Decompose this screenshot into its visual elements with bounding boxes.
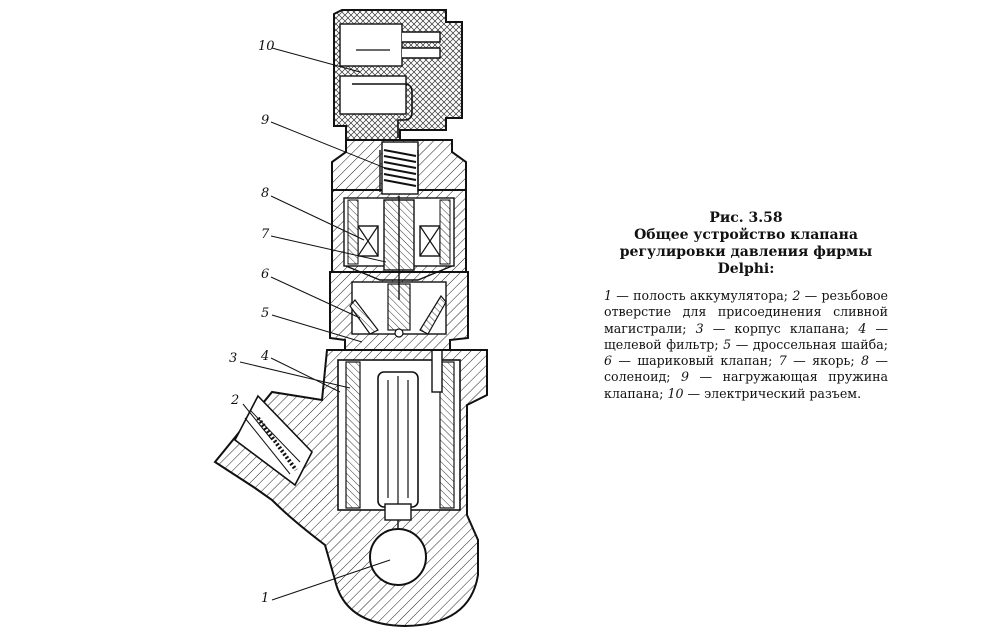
- legend-text: щелевой фильтр: [604, 336, 715, 352]
- leader-line-1: [271, 559, 391, 601]
- callout-8: 8: [261, 186, 270, 201]
- legend-num: 2: [792, 288, 801, 303]
- leader-line-3: [239, 361, 351, 389]
- legend-text: якорь: [812, 353, 851, 369]
- leader-line-4: [270, 357, 341, 393]
- callout-6: 6: [261, 267, 270, 282]
- legend-num: 4: [858, 320, 867, 336]
- callout-3: 3: [229, 351, 238, 366]
- leader-line-7: [270, 235, 387, 263]
- legend-num: 10: [667, 385, 684, 401]
- figure-legend: 1 — полость аккумулятора; 2 — резьбовое …: [604, 288, 889, 401]
- legend-text: электрический разъем: [704, 385, 858, 401]
- solenoid-assembly: [331, 189, 467, 300]
- callout-5: 5: [261, 306, 270, 321]
- legend-text: соленоид: [604, 369, 667, 385]
- legend-text: шариковый клапан: [637, 353, 769, 369]
- callout-4: 4: [261, 349, 270, 364]
- legend-num: 3: [695, 320, 704, 336]
- figure-number: Рис. 3.58: [709, 210, 783, 226]
- legend-num: 8: [861, 353, 870, 369]
- leader-line-8: [270, 195, 365, 241]
- legend-num: 1: [604, 288, 613, 303]
- leader-line-9: [270, 121, 391, 171]
- legend-text: полость аккумулятора: [633, 288, 784, 303]
- leader-line-6: [270, 276, 361, 319]
- figure-caption: Рис. 3.58 Общее устройство клапана регул…: [604, 210, 888, 402]
- legend-num: 9: [680, 369, 689, 385]
- callout-10: 10: [258, 39, 275, 54]
- legend-num: 6: [604, 353, 613, 369]
- legend-text: нагружающая пружина клапана: [604, 369, 888, 401]
- callout-7: 7: [261, 227, 270, 242]
- figure-title: Общее устройство клапана регулировки дав…: [619, 227, 873, 277]
- leader-lines: [239, 47, 391, 601]
- slot-filter: [337, 349, 461, 521]
- legend-num: 7: [778, 353, 787, 369]
- legend-num: 5: [723, 336, 732, 352]
- legend-text: резьбовое отверстие для присоединения сл…: [604, 288, 888, 336]
- valve-spring: [383, 149, 417, 187]
- electrical-connector: [333, 9, 463, 141]
- leader-line-2: [242, 403, 273, 441]
- callout-1: 1: [261, 591, 270, 606]
- callout-9: 9: [261, 113, 270, 128]
- callout-2: 2: [231, 393, 240, 408]
- leader-line-5: [271, 314, 363, 343]
- legend-text: дроссельная шайба: [752, 336, 884, 352]
- leader-line-10: [271, 47, 361, 73]
- spring-housing: [331, 139, 467, 195]
- legend-text: корпус клапана: [734, 320, 846, 336]
